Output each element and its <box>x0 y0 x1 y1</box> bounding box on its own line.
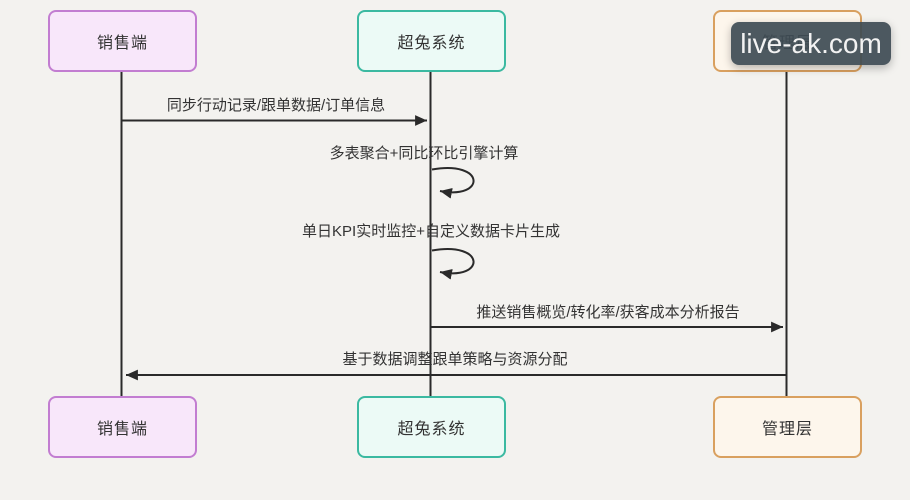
actor-box-management-bottom: 管理层 <box>713 396 862 458</box>
actor-label-sales-bottom: 销售端 <box>96 421 148 438</box>
actor-box-sales-bottom: 销售端 <box>48 396 197 458</box>
watermark-text: live-ak.com <box>740 27 882 59</box>
message-label-push-report: 推送销售概览/转化率/获客成本分析报告 <box>476 304 740 321</box>
actor-box-sales-top: 销售端 <box>48 10 197 72</box>
message-label-adjust-strategy: 基于数据调整跟单策略与资源分配 <box>342 351 568 368</box>
self-loop-arrow-1 <box>431 167 475 199</box>
self-loop-arrow-2 <box>431 248 475 280</box>
watermark-badge: live-ak.com <box>731 22 891 65</box>
actor-label-sales: 销售端 <box>96 35 148 52</box>
actor-box-system-bottom: 超兔系统 <box>357 396 506 458</box>
actor-label-management-bottom: 管理层 <box>761 421 813 438</box>
actor-label-system-bottom: 超兔系统 <box>397 421 466 438</box>
actor-label-system: 超兔系统 <box>397 35 466 52</box>
actor-box-system-top: 超兔系统 <box>357 10 506 72</box>
message-label-kpi: 单日KPI实时监控+自定义数据卡片生成 <box>302 223 560 240</box>
message-label-sync: 同步行动记录/跟单数据/订单信息 <box>166 97 386 114</box>
message-label-aggregation: 多表聚合+同比环比引擎计算 <box>329 145 519 162</box>
